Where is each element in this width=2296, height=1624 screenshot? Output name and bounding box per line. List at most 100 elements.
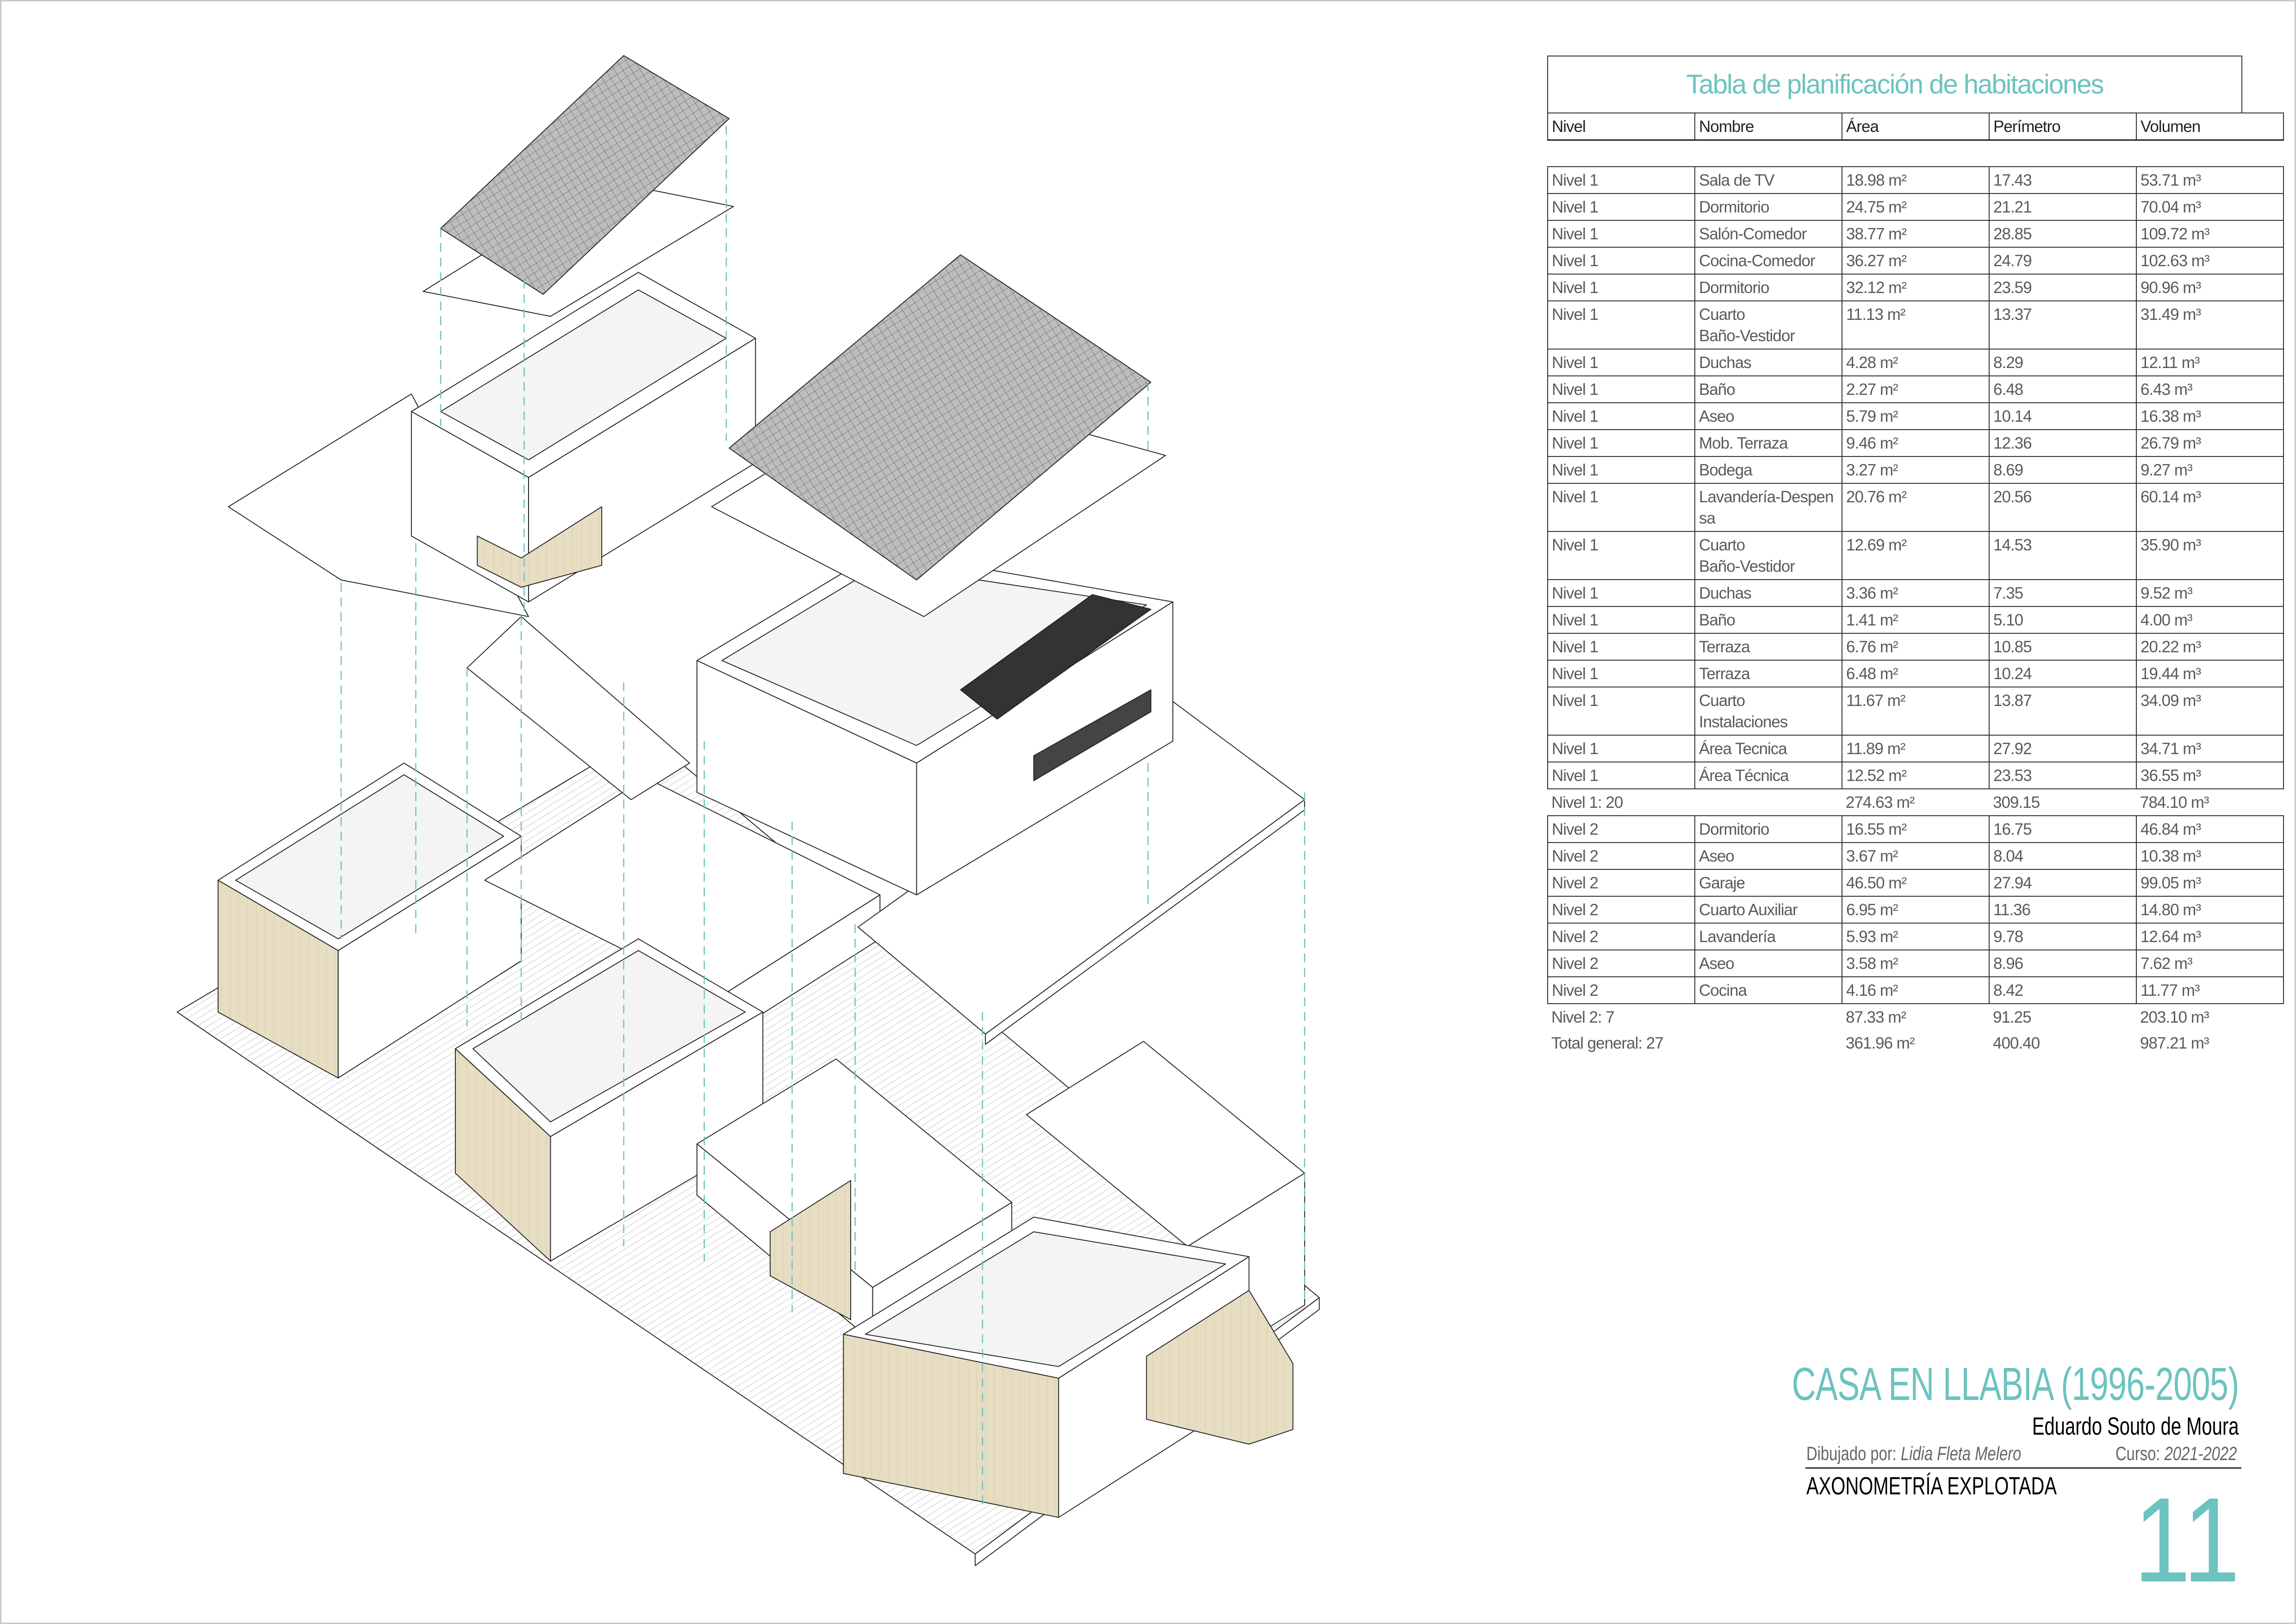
table-cell: 6.43 m³ [2136,375,2284,403]
course-years: 2021-2022 [2164,1443,2237,1464]
table-cell: Nivel 1 [1547,220,1695,248]
table-cell: 10.85 [1989,633,2137,661]
table-cell: 16.38 m³ [2136,402,2284,430]
sheet-number: 11 [2134,1473,2240,1607]
table-cell: 60.14 m³ [2136,483,2284,532]
table-cell: Nivel 1 [1547,402,1695,430]
table-cell: 87.33 m² [1842,1003,1989,1030]
table-cell: 3.27 m² [1842,456,1990,484]
table-cell: Cocina [1694,976,1842,1004]
table-gap [1547,141,2242,166]
table-cell: 24.79 [1989,247,2137,275]
table-cell: 10.24 [1989,660,2137,687]
table-cell: Terraza [1694,633,1842,661]
table-cell: 36.55 m³ [2136,762,2284,789]
column-header: Área [1842,112,1990,141]
table-cell: 11.36 [1989,896,2137,924]
table-cell: Nivel 1 [1547,531,1695,580]
table-cell: 27.92 [1989,735,2137,762]
column-header: Nombre [1694,112,1842,141]
table-cell: Nivel 1 [1547,633,1695,661]
table-cell: 784.10 m³ [2136,788,2284,816]
table-cell: 309.15 [1989,788,2136,816]
table-cell: 91.25 [1989,1003,2136,1030]
table-cell: Nivel 1 [1547,300,1695,350]
column-header: Nivel [1547,112,1695,141]
table-cell: Total general: 27 [1551,1034,1664,1052]
project-title: CASA EN LLABIA (1996-2005) [1792,1358,2239,1410]
table-cell: Baño [1694,375,1842,403]
table-cell: 13.87 [1989,687,2137,736]
table-cell: 9.52 m³ [2136,579,2284,607]
table-cell: Nivel 2: 7 [1548,1003,1695,1030]
floor-slab-left [228,394,529,617]
table-cell: Dormitorio [1694,193,1842,221]
table-cell: 70.04 m³ [2136,193,2284,221]
table-cell: 10.14 [1989,402,2137,430]
drawn-by-label: Dibujado por: [1806,1443,1901,1464]
table-cell: 14.53 [1989,531,2137,580]
table-cell: 6.95 m² [1842,896,1990,924]
table-cell: Terraza [1694,660,1842,687]
table-cell: 53.71 m³ [2136,166,2284,194]
table-title: Tabla de planificación de habitaciones [1547,56,2242,112]
table-cell: Nivel 2 [1547,896,1695,924]
table-cell: Nivel 1 [1547,349,1695,376]
table-cell: 9.78 [1989,923,2137,950]
table-cell: Nivel 2 [1547,869,1695,897]
table-cell: 1.41 m² [1842,606,1990,634]
table-cell: 28.85 [1989,220,2137,248]
projection-lines [340,125,1306,1510]
table-cell [1695,788,1842,816]
table-cell: 34.09 m³ [2136,687,2284,736]
table-cell: Sala de TV [1694,166,1842,194]
table-cell: 46.84 m³ [2136,815,2284,843]
table-cell: 12.11 m³ [2136,349,2284,376]
table-cell: Lavandería-Despen sa [1694,483,1842,532]
table-cell: 6.76 m² [1842,633,1990,661]
table-cell: Nivel 1 [1547,456,1695,484]
table-cell: Nivel 2 [1547,815,1695,843]
table-cell: Nivel 1 [1547,579,1695,607]
table-cell: Cocina-Comedor [1694,247,1842,275]
table-cell: 12.52 m² [1842,762,1990,789]
table-cell: 38.77 m² [1842,220,1990,248]
table-cell: Salón-Comedor [1694,220,1842,248]
table-cell: 5.93 m² [1842,923,1990,950]
table-cell: Cuarto Auxiliar [1694,896,1842,924]
table-cell: Nivel 1 [1547,247,1695,275]
table-cell: Duchas [1694,349,1842,376]
table-cell: 5.10 [1989,606,2137,634]
table-cell: 987.21 m³ [2140,1034,2209,1052]
table-cell: 12.64 m³ [2136,923,2284,950]
table-cell: Duchas [1694,579,1842,607]
table-cell: Nivel 1 [1547,660,1695,687]
table-cell: Nivel 1 [1547,483,1695,532]
table-cell: 7.62 m³ [2136,949,2284,977]
table-cell: 16.75 [1989,815,2137,843]
table-cell: Dormitorio [1694,815,1842,843]
table-cell: 400.40 [1993,1034,2040,1052]
